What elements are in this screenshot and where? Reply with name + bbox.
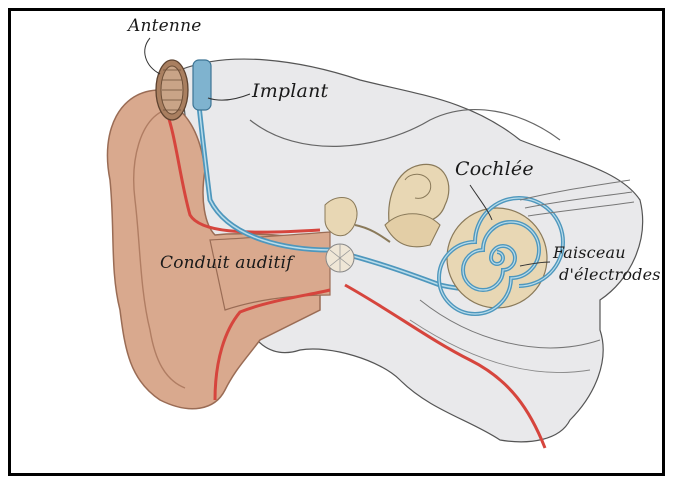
label-implant: Implant <box>252 80 328 102</box>
label-faisceau-electrodes: Faisceau d'électrodes <box>553 242 661 286</box>
antenna-coil <box>156 60 188 120</box>
label-conduit-auditif: Conduit auditif <box>160 253 293 273</box>
faisceau-line-2: d'électrodes <box>559 264 661 286</box>
label-antenne: Antenne <box>128 16 201 36</box>
faisceau-line-1: Faisceau <box>553 242 661 264</box>
antenne-leader <box>145 38 160 74</box>
implant-body <box>193 60 211 110</box>
label-cochlee: Cochlée <box>455 158 534 180</box>
